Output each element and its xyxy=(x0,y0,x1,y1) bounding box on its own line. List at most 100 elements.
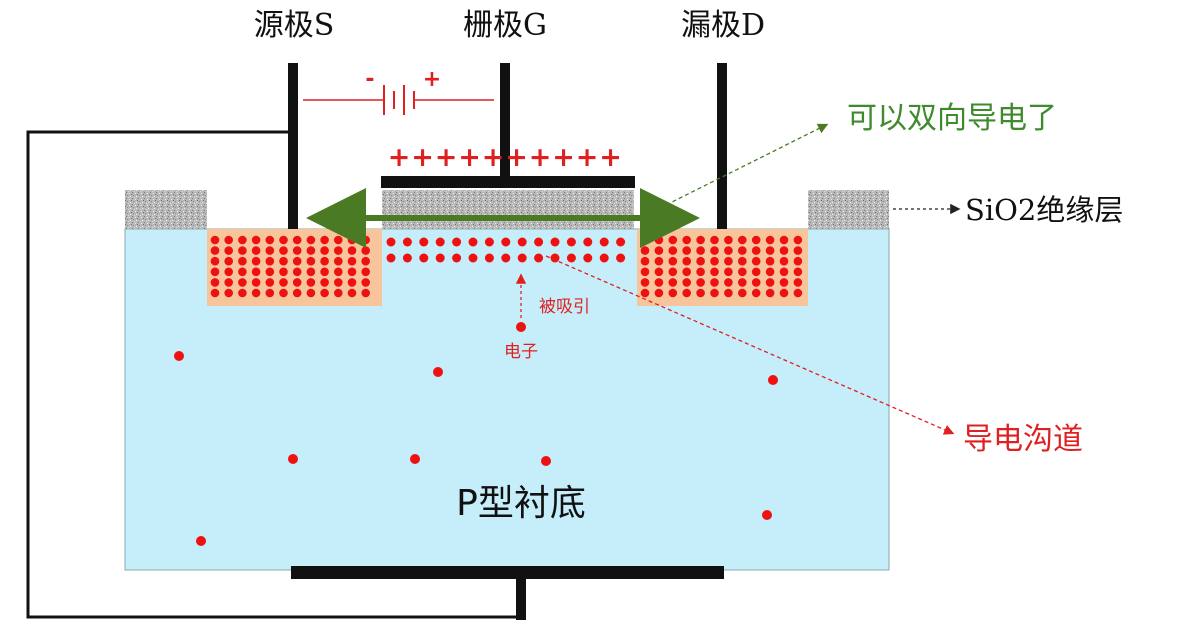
channel-electron-dot xyxy=(402,253,412,263)
bidirectional-callout xyxy=(659,123,829,209)
electron-dot xyxy=(279,278,288,287)
electron-dot xyxy=(292,256,302,266)
electron-dot xyxy=(320,267,329,277)
channel-electron-dot xyxy=(468,253,478,263)
electron-dot xyxy=(347,246,357,255)
electron-dot xyxy=(724,278,733,287)
channel-electron-dot xyxy=(452,253,462,263)
substrate-contact xyxy=(291,566,724,579)
gate-positive-charge: + xyxy=(599,142,622,173)
label-channel: 导电沟道 xyxy=(963,422,1083,457)
channel-electron-dot xyxy=(534,253,544,263)
electron-dot xyxy=(710,246,719,255)
electron-dot xyxy=(724,246,733,255)
label-drain: 漏极D xyxy=(681,8,765,43)
electron-dot xyxy=(793,278,803,287)
channel-electron-dot xyxy=(386,253,396,263)
electron-dot xyxy=(696,267,705,277)
electron-dot xyxy=(238,288,247,298)
electron-dot xyxy=(210,278,220,287)
electron-dot xyxy=(224,235,233,245)
electron-dot xyxy=(793,246,803,255)
electron-dot xyxy=(654,288,664,298)
electron-dot xyxy=(224,246,233,255)
label-insulator: SiO2绝缘层 xyxy=(965,193,1123,227)
electron-dot xyxy=(640,246,650,255)
electron-dot xyxy=(751,235,761,245)
electron-dot xyxy=(334,235,343,245)
electron-dot xyxy=(251,288,261,298)
electron-dot xyxy=(361,288,371,298)
electron-dot xyxy=(251,256,261,266)
electron-dot xyxy=(224,278,233,287)
electron-dot xyxy=(696,256,705,266)
electron-dot xyxy=(306,278,316,287)
electron-dot xyxy=(251,267,261,277)
electron-dot xyxy=(779,246,789,255)
ground-wire xyxy=(26,130,521,619)
electron-dot xyxy=(640,278,650,287)
electron-dot xyxy=(292,235,302,245)
channel-electron-dot xyxy=(386,237,396,247)
electron-dot xyxy=(724,267,733,277)
electron-dot xyxy=(765,288,775,298)
electron-dot xyxy=(710,278,719,287)
gate-positive-charge: + xyxy=(529,142,552,173)
electron-dot xyxy=(738,288,747,298)
electron-dot xyxy=(682,246,691,255)
free-electron xyxy=(433,367,443,377)
channel-electron-dot xyxy=(550,253,560,263)
electron-dot xyxy=(765,256,775,266)
electron-dot xyxy=(668,278,678,287)
electron-dot xyxy=(238,246,247,255)
gate-positive-charge: + xyxy=(388,142,411,173)
electron-dot xyxy=(347,267,357,277)
electron-dot xyxy=(306,288,316,298)
label-electron: 电子 xyxy=(504,342,538,362)
electron-dot xyxy=(265,288,275,298)
electron-dot xyxy=(696,246,705,255)
gate-positive-charge: + xyxy=(482,142,505,173)
gate-positive-charges: ++++++++++ xyxy=(388,142,622,173)
channel-electron-dot xyxy=(501,253,511,263)
electron-dot xyxy=(306,256,316,266)
channel-electron-dot xyxy=(566,237,576,247)
channel-electron-dot xyxy=(468,237,478,247)
electron-dot xyxy=(779,278,789,287)
channel-electron-dot xyxy=(599,237,609,247)
electron-dot xyxy=(292,267,302,277)
electron-dot xyxy=(654,235,664,245)
channel-electron-dot xyxy=(419,253,429,263)
label-substrate: P型衬底 xyxy=(456,483,586,524)
electron-dot xyxy=(682,278,691,287)
electron-dot xyxy=(347,235,357,245)
electron-dot xyxy=(361,246,371,255)
electron-dot xyxy=(210,256,220,266)
gate-positive-charge: + xyxy=(435,142,458,173)
electron-dot xyxy=(710,288,719,298)
free-electron xyxy=(410,454,420,464)
battery: - + xyxy=(303,67,494,115)
electron-dot xyxy=(361,267,371,277)
electron-dot xyxy=(320,278,329,287)
channel-callout xyxy=(545,255,955,435)
gate-positive-charge: + xyxy=(411,142,434,173)
channel-electron-dot xyxy=(616,253,626,263)
electron-dot xyxy=(320,246,329,255)
electron-dot xyxy=(738,256,747,266)
electron-dot xyxy=(347,288,357,298)
channel-electron-dot xyxy=(616,237,626,247)
battery-positive: + xyxy=(423,67,441,92)
electron-dot xyxy=(265,246,275,255)
free-electrons xyxy=(174,351,778,546)
electron-dot xyxy=(334,267,343,277)
electron-dot xyxy=(279,235,288,245)
electron-dot xyxy=(238,235,247,245)
free-electron xyxy=(762,510,772,520)
electron-dot xyxy=(765,235,775,245)
electron-dot xyxy=(306,235,316,245)
electron-dot xyxy=(765,267,775,277)
electron-dot xyxy=(640,288,650,298)
free-electron xyxy=(288,454,298,464)
channel-electron-dot xyxy=(583,253,593,263)
